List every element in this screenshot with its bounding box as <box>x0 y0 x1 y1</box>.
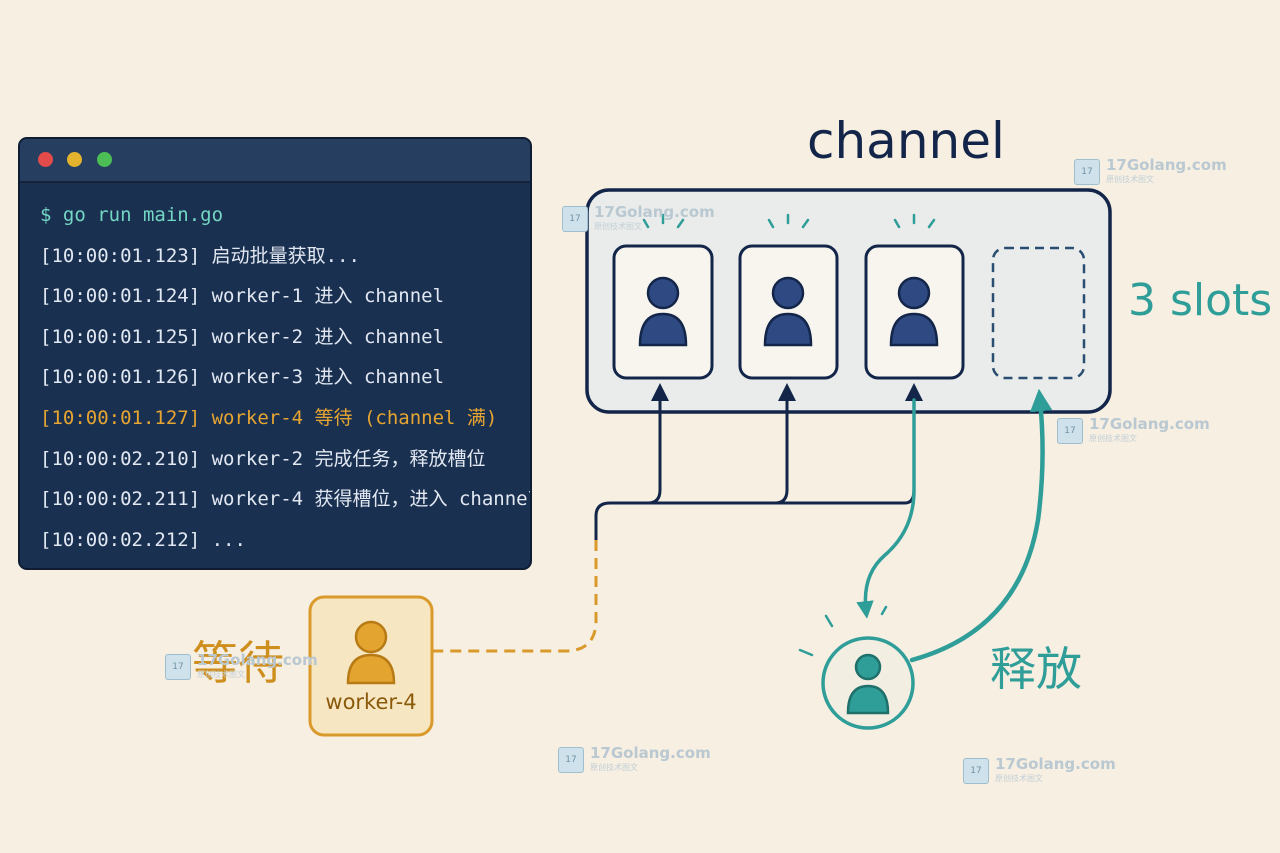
release-label: 释放 <box>990 642 1082 696</box>
log-line-waiting: [10:00:01.127] worker-4 等待 (channel 满) <box>40 406 498 429</box>
watermark-subtext: 原创技术图文 <box>1106 175 1154 184</box>
log-line: [10:00:01.124] worker-1 进入 channel <box>40 285 445 308</box>
watermark-subtext: 原创技术图文 <box>197 670 245 679</box>
released-worker <box>798 605 915 730</box>
release-arrow-up <box>909 388 1053 663</box>
watermark-logo-icon: 17 <box>562 206 588 232</box>
watermark: 17 17Golang.com 原创技术图文 <box>558 744 711 778</box>
activity-ticks-icon <box>642 213 685 229</box>
watermark-text: 17Golang.com <box>590 744 711 762</box>
waiting-worker-card <box>308 595 434 737</box>
watermark-subtext: 原创技术图文 <box>995 774 1043 783</box>
terminal-titlebar <box>20 139 530 183</box>
watermark-logo-icon: 17 <box>558 747 584 773</box>
waiting-label: 等待 <box>192 636 284 690</box>
empty-slot <box>991 246 1086 380</box>
log-line: [10:00:02.210] worker-2 完成任务，释放槽位 <box>40 447 486 470</box>
watermark: 17 17Golang.com 原创技术图文 <box>165 651 318 685</box>
watermark-logo-icon: 17 <box>165 654 191 680</box>
watermark-logo-icon: 17 <box>1074 159 1100 185</box>
channel-title: channel <box>807 112 1005 170</box>
activity-ticks-icon <box>798 605 888 657</box>
slot-2 <box>738 213 839 380</box>
watermark-text: 17Golang.com <box>594 203 715 221</box>
log-line: [10:00:01.126] worker-3 进入 channel <box>40 366 445 389</box>
person-icon <box>889 276 939 347</box>
terminal-command: $ go run main.go <box>40 204 224 226</box>
watermark-text: 17Golang.com <box>995 755 1116 773</box>
slot-3 <box>864 213 965 380</box>
log-line: [10:00:02.211] worker-4 获得槽位，进入 channel <box>40 488 532 511</box>
terminal-output: $ go run main.go [10:00:01.123] 启动批量获取..… <box>40 195 532 560</box>
watermark: 17 17Golang.com 原创技术图文 <box>1074 156 1227 190</box>
watermark-text: 17Golang.com <box>197 651 318 669</box>
enter-arrows <box>594 383 923 542</box>
slot-1 <box>612 213 714 380</box>
wait-path <box>432 540 598 653</box>
watermark: 17 17Golang.com 原创技术图文 <box>963 755 1116 789</box>
watermark: 17 17Golang.com 原创技术图文 <box>562 203 715 237</box>
log-line: [10:00:02.212] ... <box>40 528 246 551</box>
person-icon <box>763 276 813 347</box>
channel-container <box>585 188 1112 414</box>
log-line: [10:00:01.125] worker-2 进入 channel <box>40 325 445 348</box>
maximize-dot-icon[interactable] <box>97 152 112 167</box>
watermark: 17 17Golang.com 原创技术图文 <box>1057 415 1210 449</box>
log-line: [10:00:01.123] 启动批量获取... <box>40 244 360 267</box>
close-dot-icon[interactable] <box>38 152 53 167</box>
waiting-worker-label: worker-4 <box>325 690 417 714</box>
watermark-subtext: 原创技术图文 <box>1089 434 1137 443</box>
watermark-logo-icon: 17 <box>963 758 989 784</box>
watermark-subtext: 原创技术图文 <box>594 222 642 231</box>
person-icon <box>346 620 396 685</box>
watermark-text: 17Golang.com <box>1106 156 1227 174</box>
person-icon <box>638 276 688 347</box>
activity-ticks-icon <box>893 213 936 229</box>
person-icon <box>846 653 890 715</box>
watermark-text: 17Golang.com <box>1089 415 1210 433</box>
activity-ticks-icon <box>767 213 810 229</box>
slots-label: 3 slots <box>1128 275 1273 326</box>
release-arrow-down <box>856 398 916 619</box>
watermark-logo-icon: 17 <box>1057 418 1083 444</box>
watermark-subtext: 原创技术图文 <box>590 763 638 772</box>
minimize-dot-icon[interactable] <box>67 152 82 167</box>
terminal-window: $ go run main.go [10:00:01.123] 启动批量获取..… <box>18 137 532 570</box>
